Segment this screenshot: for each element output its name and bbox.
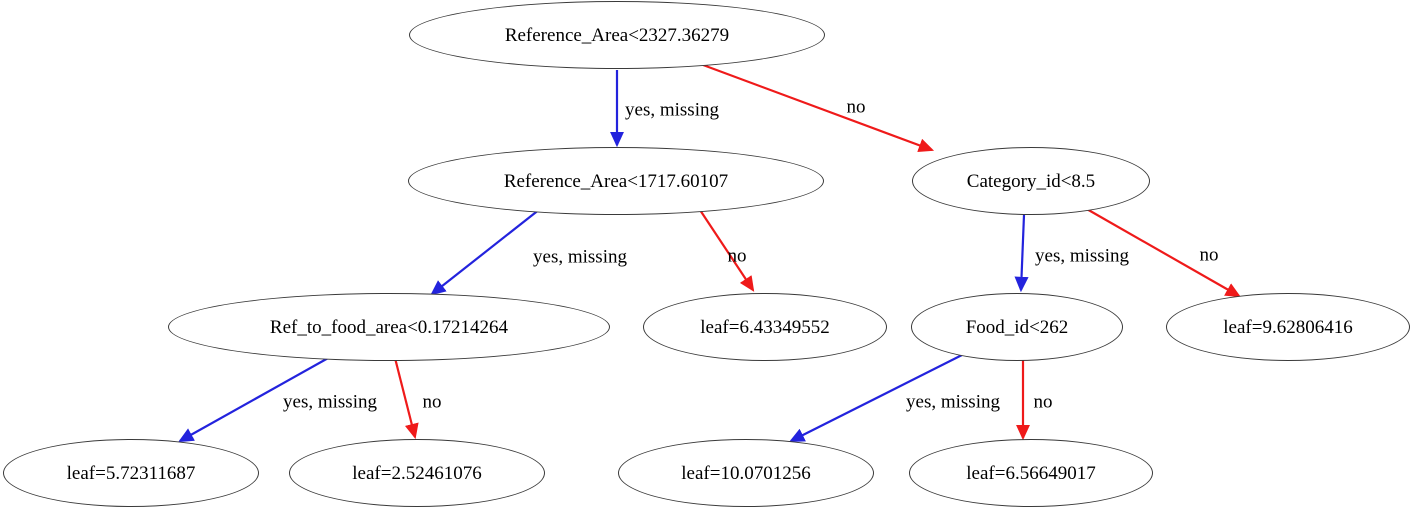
node-label: Food_id<262 <box>965 316 1069 338</box>
split-node-n3[interactable]: Ref_to_food_area<0.17214264 <box>168 293 610 361</box>
leaf-node-n7[interactable]: leaf=5.72311687 <box>3 439 259 507</box>
node-label: Category_id<8.5 <box>966 170 1096 192</box>
leaf-node-n10[interactable]: leaf=6.56649017 <box>909 439 1153 507</box>
edge-label-yes: yes, missing <box>906 391 1000 413</box>
edge-label-yes: yes, missing <box>1035 245 1129 267</box>
tree-edge-n2-n6 <box>1084 207 1241 298</box>
split-node-n2[interactable]: Category_id<8.5 <box>912 147 1150 215</box>
tree-edge-n1-n3 <box>430 208 541 296</box>
node-label: leaf=9.62806416 <box>1223 316 1353 338</box>
split-node-n5[interactable]: Food_id<262 <box>911 293 1123 361</box>
leaf-node-n8[interactable]: leaf=2.52461076 <box>289 439 545 507</box>
node-label: Ref_to_food_area<0.17214264 <box>269 316 509 338</box>
node-label: leaf=2.52461076 <box>352 462 482 484</box>
edge-label-no: no <box>1033 391 1053 413</box>
node-label: leaf=5.72311687 <box>66 462 196 484</box>
node-label: leaf=6.43349552 <box>700 316 830 338</box>
split-node-n0[interactable]: Reference_Area<2327.36279 <box>409 1 825 69</box>
edge-label-no: no <box>1199 244 1219 266</box>
edge-label-yes: yes, missing <box>283 391 377 413</box>
edge-label-no: no <box>727 245 747 267</box>
tree-edge-n0-n2 <box>694 60 935 153</box>
node-label: leaf=6.56649017 <box>966 462 1096 484</box>
node-label: leaf=10.0701256 <box>681 462 811 484</box>
tree-edge-n5-n9 <box>789 352 967 442</box>
tree-edge-n2-n5 <box>1014 214 1029 293</box>
edge-label-yes: yes, missing <box>625 99 719 121</box>
edge-label-no: no <box>422 391 442 413</box>
edge-label-no: no <box>846 96 866 118</box>
node-label: Reference_Area<1717.60107 <box>503 170 729 192</box>
tree-edge-n1-n4 <box>699 209 755 292</box>
leaf-node-n6[interactable]: leaf=9.62806416 <box>1166 293 1410 361</box>
split-node-n1[interactable]: Reference_Area<1717.60107 <box>408 147 824 215</box>
tree-edge-n3-n7 <box>178 356 331 443</box>
edge-label-yes: yes, missing <box>533 246 627 268</box>
leaf-node-n4[interactable]: leaf=6.43349552 <box>643 293 887 361</box>
tree-edge-n3-n8 <box>393 357 419 440</box>
node-label: Reference_Area<2327.36279 <box>504 24 730 46</box>
leaf-node-n9[interactable]: leaf=10.0701256 <box>618 439 874 507</box>
